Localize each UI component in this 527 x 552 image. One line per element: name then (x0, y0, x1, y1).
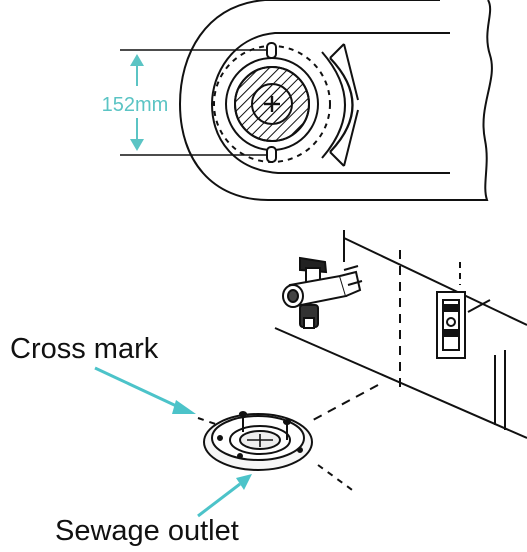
wall-socket (436, 291, 466, 359)
water-valve (282, 256, 363, 329)
sewage-outlet-callout (197, 482, 241, 518)
sewage-outlet-label: Sewage outlet (55, 515, 239, 547)
top-view (120, 0, 493, 201)
tank-arc (329, 57, 354, 153)
floor-flange (203, 411, 313, 471)
wall-and-floor (197, 230, 527, 493)
toilet-outer-outline (178, 0, 493, 201)
bolt-slot-top (266, 42, 277, 59)
tank-arc-inner (321, 51, 346, 159)
cross-mark-label: Cross mark (10, 333, 159, 365)
dimension-label: 152mm (102, 94, 169, 116)
toilet-inner-outline (210, 32, 450, 174)
callout-arrows (94, 366, 252, 518)
dimension-arrows (130, 54, 144, 151)
cross-mark-callout (94, 366, 186, 412)
bolt-slot-bottom (266, 146, 277, 163)
